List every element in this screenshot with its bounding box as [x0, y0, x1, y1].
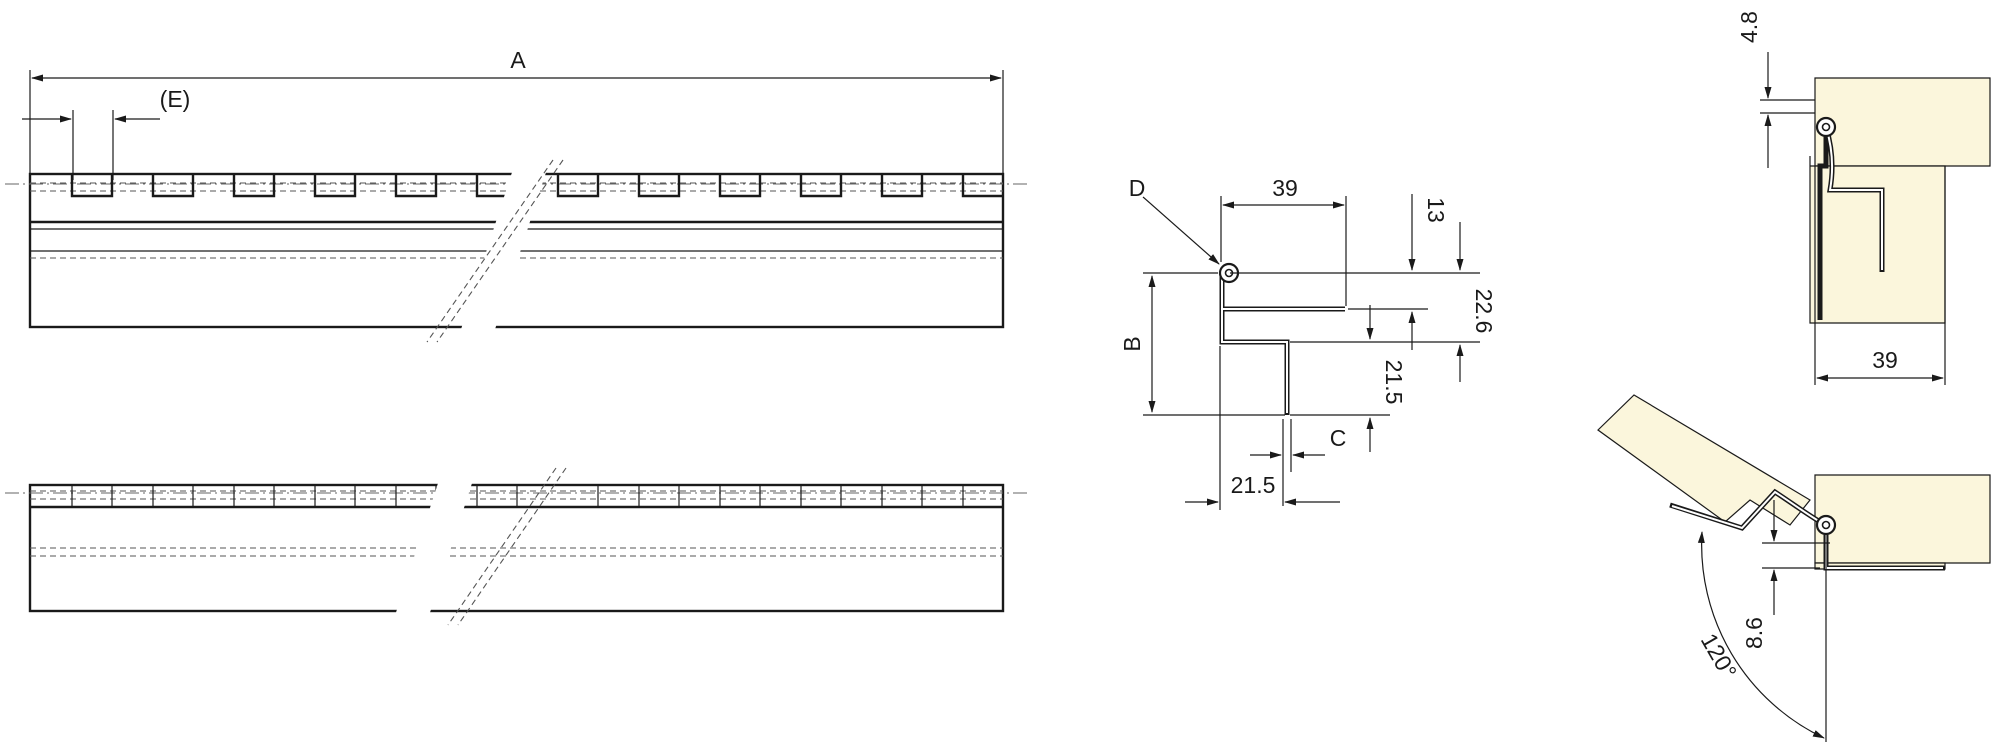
dimension-39-mounted: 39	[1872, 347, 1898, 373]
dimension-a-label: A	[510, 47, 526, 73]
dimension-21-5-vertical: 21.5	[1381, 360, 1407, 405]
mounted-open-view: 8.6 120°	[1597, 394, 1991, 742]
mounted-closed-view: 4.8 39	[1736, 11, 1991, 385]
hinge-top-view: A (E)	[5, 47, 1028, 343]
dimension-39: 39	[1272, 175, 1298, 201]
dimension-22-6: 22.6	[1471, 289, 1497, 334]
dimension-8-6: 8.6	[1741, 617, 1767, 649]
label-c: C	[1330, 425, 1347, 451]
hinge-profile-view: D 39 B 13 22.6 21.5 C	[1119, 175, 1497, 510]
hinge-bottom-view	[5, 467, 1028, 626]
angle-120: 120°	[1696, 629, 1742, 683]
dimension-4-8: 4.8	[1736, 11, 1762, 43]
dimension-21-5-horizontal: 21.5	[1231, 472, 1276, 498]
label-b: B	[1119, 336, 1145, 351]
dimension-13: 13	[1423, 197, 1449, 223]
knuckle-divisions	[71, 485, 964, 507]
dimension-e-label: (E)	[160, 86, 191, 112]
label-d: D	[1129, 175, 1146, 201]
